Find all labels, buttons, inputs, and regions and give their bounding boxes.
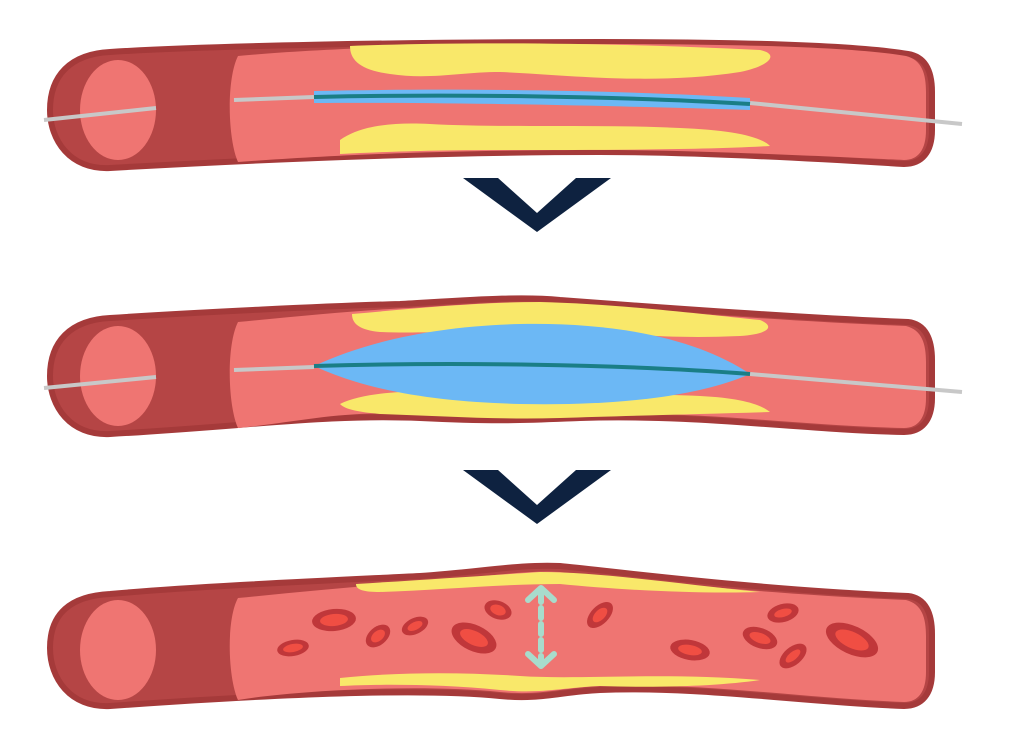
guide-wire <box>43 365 963 394</box>
blood-cell <box>587 602 613 628</box>
down-chevron-arrow-2 <box>463 470 611 524</box>
blood-cell <box>451 622 497 654</box>
plaque <box>340 572 760 692</box>
blood-cell <box>277 639 309 657</box>
blood-cell <box>312 608 356 632</box>
inflated-balloon <box>313 323 751 405</box>
vessel-opening <box>80 60 156 160</box>
blood-cell <box>825 622 879 658</box>
stage-2-balloon-inflated <box>43 295 963 438</box>
plaque <box>340 43 771 154</box>
guide-wire <box>43 95 963 126</box>
blood-cell <box>767 603 799 623</box>
blood-cell <box>670 639 710 661</box>
stage-3-vessel-widened <box>47 562 935 710</box>
blood-cells <box>277 600 879 669</box>
vessel-opening <box>80 600 156 700</box>
down-chevron-arrow-1 <box>463 178 611 232</box>
stage-1-catheter-inserted <box>43 39 963 172</box>
vessel-opening <box>80 326 156 426</box>
blood-cell <box>742 626 778 650</box>
blood-cell <box>401 616 429 636</box>
blood-cell <box>484 600 512 620</box>
blood-cell <box>365 624 391 648</box>
deflated-balloon-catheter <box>313 89 751 110</box>
blood-cell <box>779 643 807 669</box>
widened-lumen-indicator <box>525 585 557 669</box>
